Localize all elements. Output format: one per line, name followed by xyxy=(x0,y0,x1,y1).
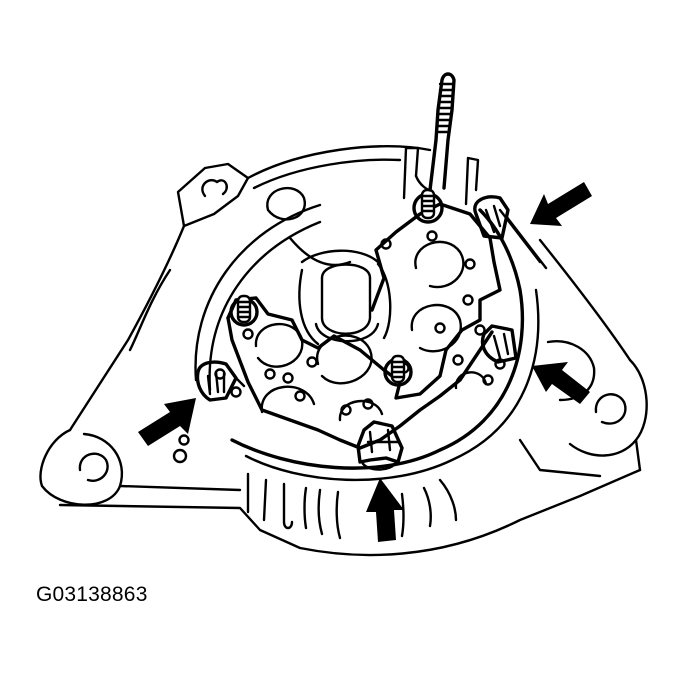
arrow-left xyxy=(138,398,196,446)
stud-bolt-left xyxy=(229,294,259,327)
figure-code: G03138863 xyxy=(36,583,148,606)
arrow-bottom xyxy=(366,478,404,542)
terminal-bolt xyxy=(402,72,480,206)
arrow-top-right xyxy=(530,182,592,226)
arrow-mid-right xyxy=(532,362,590,404)
clip-left xyxy=(195,360,246,402)
stud-bolt-top xyxy=(412,188,444,224)
cooling-fins xyxy=(246,472,458,540)
housing-outline xyxy=(39,145,648,557)
stud-bolt-center xyxy=(383,354,413,387)
clip-right xyxy=(480,324,518,364)
clip-bottom xyxy=(356,420,404,471)
clip-top-right xyxy=(473,195,548,270)
